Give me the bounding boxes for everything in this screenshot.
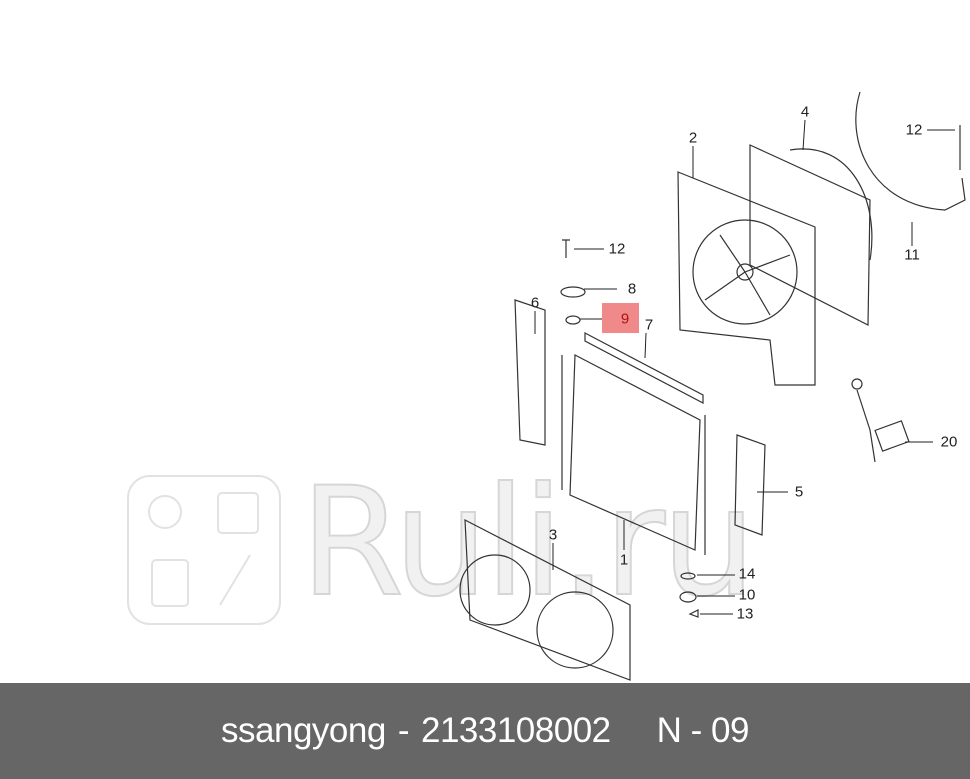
part-14-washer: [680, 572, 696, 580]
part-3-twin-fan: [459, 518, 631, 681]
callout-11: 11: [904, 246, 920, 264]
callout-3: 3: [548, 526, 558, 544]
callout-12-left: 12: [608, 240, 626, 258]
callout-12-top: 12: [905, 121, 923, 139]
callout-6: 6: [530, 294, 540, 312]
footer-part-number: 2133108002: [420, 711, 611, 750]
part-12-bolt-left: [562, 239, 570, 258]
callout-8: 8: [627, 280, 637, 298]
part-9-bushing: [565, 315, 581, 325]
footer-caption: ssangyong - 2133108002 N - 09: [0, 683, 970, 779]
leader-lines: [534, 119, 955, 615]
part-10-grommet: [679, 591, 697, 603]
part-2-fan-frame: [677, 171, 816, 386]
part-7-seal: [584, 332, 704, 404]
part-8-mount: [560, 286, 586, 298]
callout-14: 14: [738, 565, 756, 583]
part-4-shroud: [749, 144, 873, 326]
callout-2: 2: [688, 129, 698, 147]
part-6-bracket: [514, 299, 546, 446]
watermark-logo: [127, 475, 281, 625]
callout-4: 4: [800, 103, 810, 121]
callout-5: 5: [794, 483, 804, 501]
callout-1: 1: [619, 551, 629, 569]
part-5-bracket: [734, 434, 766, 536]
part-13-clip: [688, 609, 699, 618]
callout-13: 13: [736, 605, 754, 623]
callout-10: 10: [738, 586, 756, 604]
part-11-band: [855, 91, 966, 211]
part-1-radiator: [561, 354, 706, 555]
footer-separator: -: [397, 711, 410, 750]
footer-brand: ssangyong: [221, 711, 386, 750]
highlight-box: [602, 303, 639, 333]
footer-diagram-code: N - 09: [656, 711, 750, 750]
part-20-resistor: [851, 378, 910, 463]
callout-20: 20: [940, 433, 958, 451]
callout-9: 9: [620, 310, 630, 328]
watermark-text: Ruli.ru: [299, 456, 757, 630]
callout-7: 7: [644, 316, 654, 334]
